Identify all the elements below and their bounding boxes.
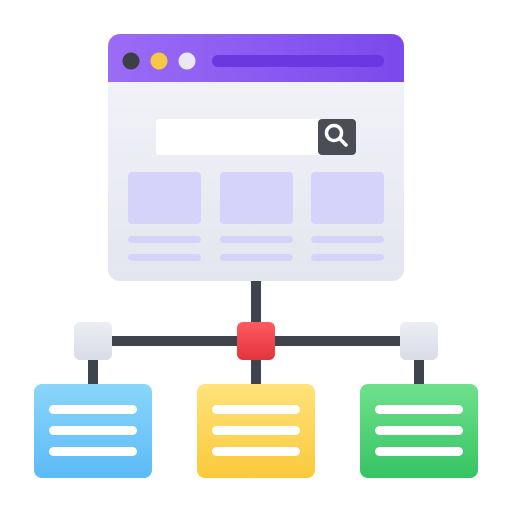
yellow-page-line-3	[212, 447, 300, 456]
close-dot-icon	[122, 52, 140, 70]
blue-page-line-2	[49, 426, 137, 435]
yellow-page-line-1	[212, 405, 300, 414]
green-page-line-3	[375, 447, 463, 456]
root-node	[237, 322, 275, 360]
card-2-line-1	[220, 236, 293, 243]
yellow-page	[197, 384, 315, 478]
card-3-line-1	[311, 236, 384, 243]
search-icon	[324, 123, 348, 147]
card-1-line-1	[128, 236, 201, 243]
minimize-dot-icon	[150, 52, 168, 70]
content-cards	[128, 172, 384, 261]
left-branch-node	[74, 322, 112, 360]
card-1-line-2	[128, 254, 201, 261]
browser-window	[108, 34, 404, 281]
content-card-1	[128, 172, 201, 224]
address-bar	[212, 55, 384, 67]
content-card-2	[220, 172, 293, 224]
maximize-dot-icon	[178, 52, 196, 70]
blue-page	[34, 384, 152, 478]
card-3-line-2	[311, 254, 384, 261]
green-page-line-1	[375, 405, 463, 414]
right-branch-node	[400, 322, 438, 360]
content-card-3	[311, 172, 384, 224]
card-2-line-2	[220, 254, 293, 261]
green-page-line-2	[375, 426, 463, 435]
search-input	[156, 119, 326, 155]
blue-page-line-3	[49, 447, 137, 456]
green-page	[360, 384, 478, 478]
blue-page-line-1	[49, 405, 137, 414]
yellow-page-line-2	[212, 426, 300, 435]
